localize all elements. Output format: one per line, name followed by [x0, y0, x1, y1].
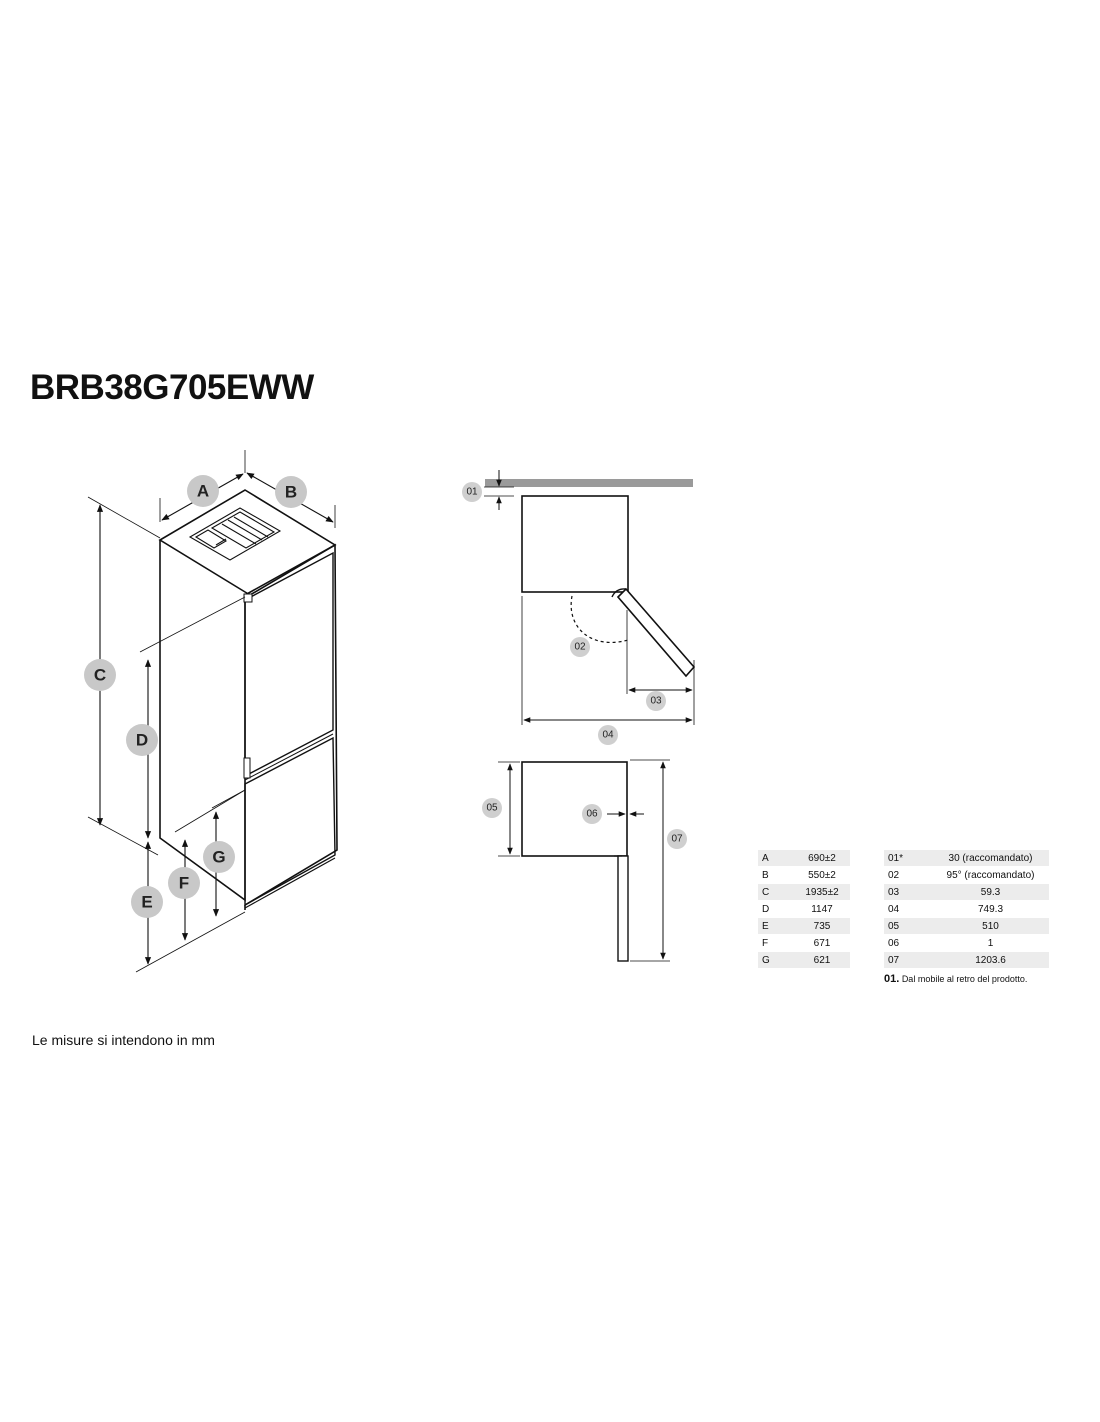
top-view-diagram: [484, 470, 696, 725]
dim-value: 30 (raccomandato): [932, 850, 1049, 867]
label-02: 02: [570, 637, 590, 657]
dim-key: C: [758, 883, 794, 901]
door-side-view: [617, 855, 629, 962]
dim-value: 59.3: [932, 883, 1049, 901]
dim-value: 690±2: [794, 850, 850, 867]
fridge-top-view: [521, 495, 629, 593]
label-01: 01: [462, 482, 482, 502]
dim-value: 95° (raccomandato): [932, 866, 1049, 884]
label-06: 06: [582, 804, 602, 824]
label-07: 07: [667, 829, 687, 849]
svg-text:02: 02: [574, 642, 586, 653]
dim-value: 1: [932, 934, 1049, 952]
svg-text:G: G: [212, 848, 225, 867]
svg-text:A: A: [197, 482, 209, 501]
table-note: 01. Dal mobile al retro del prodotto.: [884, 973, 1027, 985]
label-05: 05: [482, 798, 502, 818]
fridge-upper-door: [244, 551, 334, 778]
label-E: E: [131, 886, 163, 918]
dim-value: 510: [932, 917, 1049, 935]
svg-text:04: 04: [602, 730, 614, 741]
dim-value: 1147: [794, 900, 850, 918]
dim-key: 07: [884, 951, 932, 969]
dim-value: 550±2: [794, 866, 850, 884]
fridge-side-view: [521, 761, 628, 857]
dim-key: 03: [884, 883, 932, 901]
fridge-lower-door: [244, 736, 336, 907]
svg-text:B: B: [285, 483, 297, 502]
dim-key: A: [758, 850, 794, 867]
fridge-front-face: [244, 543, 338, 906]
label-G: G: [203, 841, 235, 873]
dim-value: 621: [794, 951, 850, 969]
dim-value: 735: [794, 917, 850, 935]
table-row: 01*30 (raccomandato): [884, 850, 1049, 867]
dim-value: 1203.6: [932, 951, 1049, 969]
fridge-3d-drawing: [158, 489, 338, 910]
dim-value: 1935±2: [794, 883, 850, 901]
side-view-diagram: [498, 759, 670, 962]
units-footnote: Le misure si intendono in mm: [32, 1032, 215, 1048]
note-text: Dal mobile al retro del prodotto.: [901, 974, 1028, 984]
svg-text:01: 01: [466, 487, 478, 498]
label-B: B: [275, 476, 307, 508]
open-door: [616, 587, 696, 678]
dim-key: F: [758, 934, 794, 952]
dim-key: 02: [884, 866, 932, 884]
label-F: F: [168, 867, 200, 899]
dim-key: 05: [884, 917, 932, 935]
dim-key: 01*: [884, 850, 932, 867]
dim-value: 749.3: [932, 900, 1049, 918]
svg-text:F: F: [179, 874, 189, 893]
svg-text:07: 07: [671, 834, 683, 845]
svg-text:06: 06: [586, 809, 598, 820]
wall: [485, 479, 693, 487]
svg-text:E: E: [141, 893, 152, 912]
label-C: C: [84, 659, 116, 691]
fridge-side-face: [159, 540, 246, 902]
dim-value: 671: [794, 934, 850, 952]
svg-text:03: 03: [650, 696, 662, 707]
dim-key: G: [758, 951, 794, 969]
svg-text:05: 05: [486, 803, 498, 814]
label-D: D: [126, 724, 158, 756]
page-title: BRB38G705EWW: [30, 368, 314, 407]
dim-key: B: [758, 866, 794, 884]
label-03: 03: [646, 691, 666, 711]
label-04: 04: [598, 725, 618, 745]
dimension-D: [139, 596, 246, 839]
note-number: 01.: [884, 973, 900, 985]
label-A: A: [187, 475, 219, 507]
dim-key: D: [758, 900, 794, 918]
svg-text:C: C: [94, 666, 106, 685]
opening-angle-arc: [570, 595, 629, 644]
dim-key: 06: [884, 934, 932, 952]
svg-text:D: D: [136, 731, 148, 750]
dim-key: E: [758, 917, 794, 935]
dim-key: 04: [884, 900, 932, 918]
